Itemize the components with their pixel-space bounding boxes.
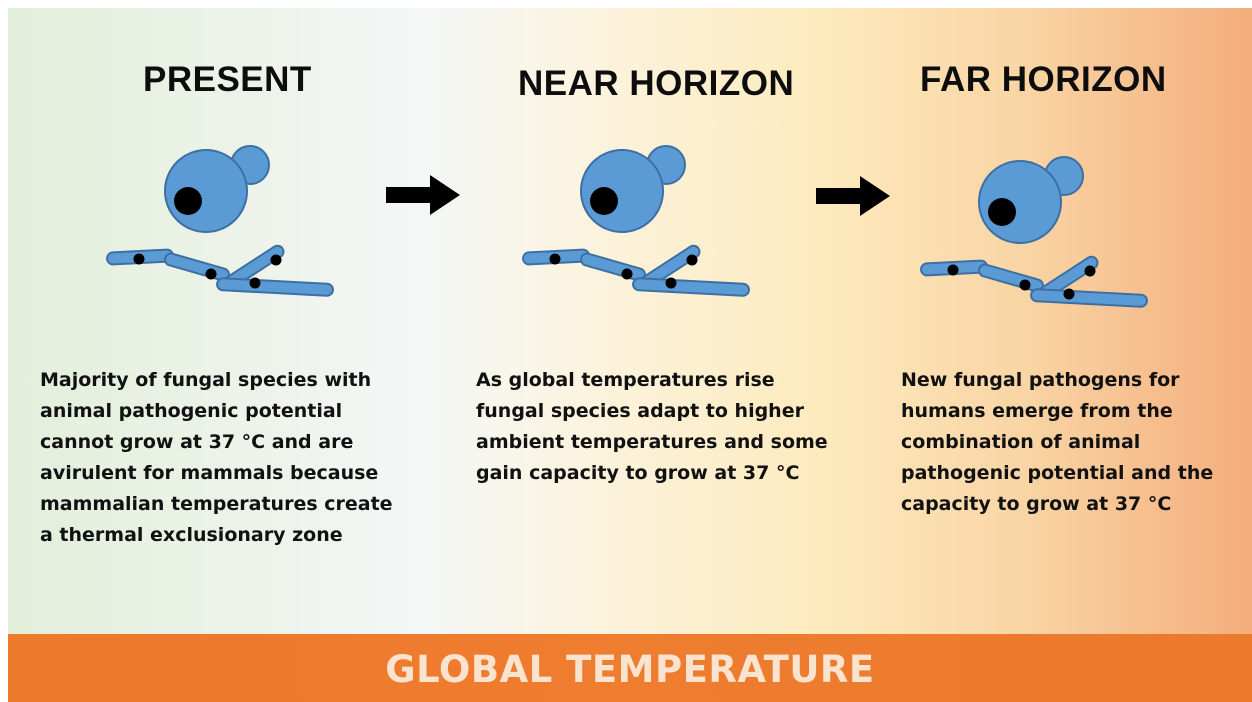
description-line: gain capacity to grow at 37 °C [476,462,800,484]
description-line: New fungal pathogens for [901,369,1180,391]
right-arrow-icon [816,176,890,216]
fungal-cells-illustration-near-horizon [522,145,750,297]
description-line: humans emerge from the [901,400,1173,422]
heading-far-horizon: FAR HORIZON [920,60,1167,99]
description-line: avirulent for mammals because [40,462,379,484]
description-line: capacity to grow at 37 °C [901,493,1172,515]
description-line: pathogenic potential and the [901,462,1214,484]
hyphae-icon [106,244,334,297]
description-line: combination of animal [901,431,1141,453]
heading-near-horizon: NEAR HORIZON [518,64,795,103]
fungal-cells-illustration-present [106,145,334,297]
description-line: cannot grow at 37 °C and are [40,431,354,453]
global-temperature-band: GLOBAL TEMPERATURE [8,634,1252,702]
diagram-canvas: PRESENT NEAR HORIZON FAR HORIZON [8,8,1252,702]
description-line: animal pathogenic potential [40,400,343,422]
description-line: mammalian temperatures create [40,493,393,515]
description-line: a thermal exclusionary zone [40,524,343,546]
hyphae-icon [522,244,750,297]
description-line: fungal species adapt to higher [476,400,804,422]
band-title: GLOBAL TEMPERATURE [385,648,875,691]
fungal-cells-illustration-far-horizon [920,156,1148,308]
description-line: ambient temperatures and some [476,431,828,453]
description-line: Majority of fungal species with [40,369,372,391]
description-line: As global temperatures rise [476,369,775,391]
description-near-horizon: As global temperatures rise fungal speci… [476,365,856,489]
heading-present: PRESENT [143,60,312,99]
hyphae-icon [920,255,1148,308]
yeast-cell-icon [164,145,270,233]
right-arrow-icon [386,175,460,215]
yeast-cell-icon [978,156,1084,244]
description-far-horizon: New fungal pathogens for humans emerge f… [901,365,1241,520]
yeast-cell-icon [580,145,686,233]
description-present: Majority of fungal species with animal p… [40,365,420,551]
